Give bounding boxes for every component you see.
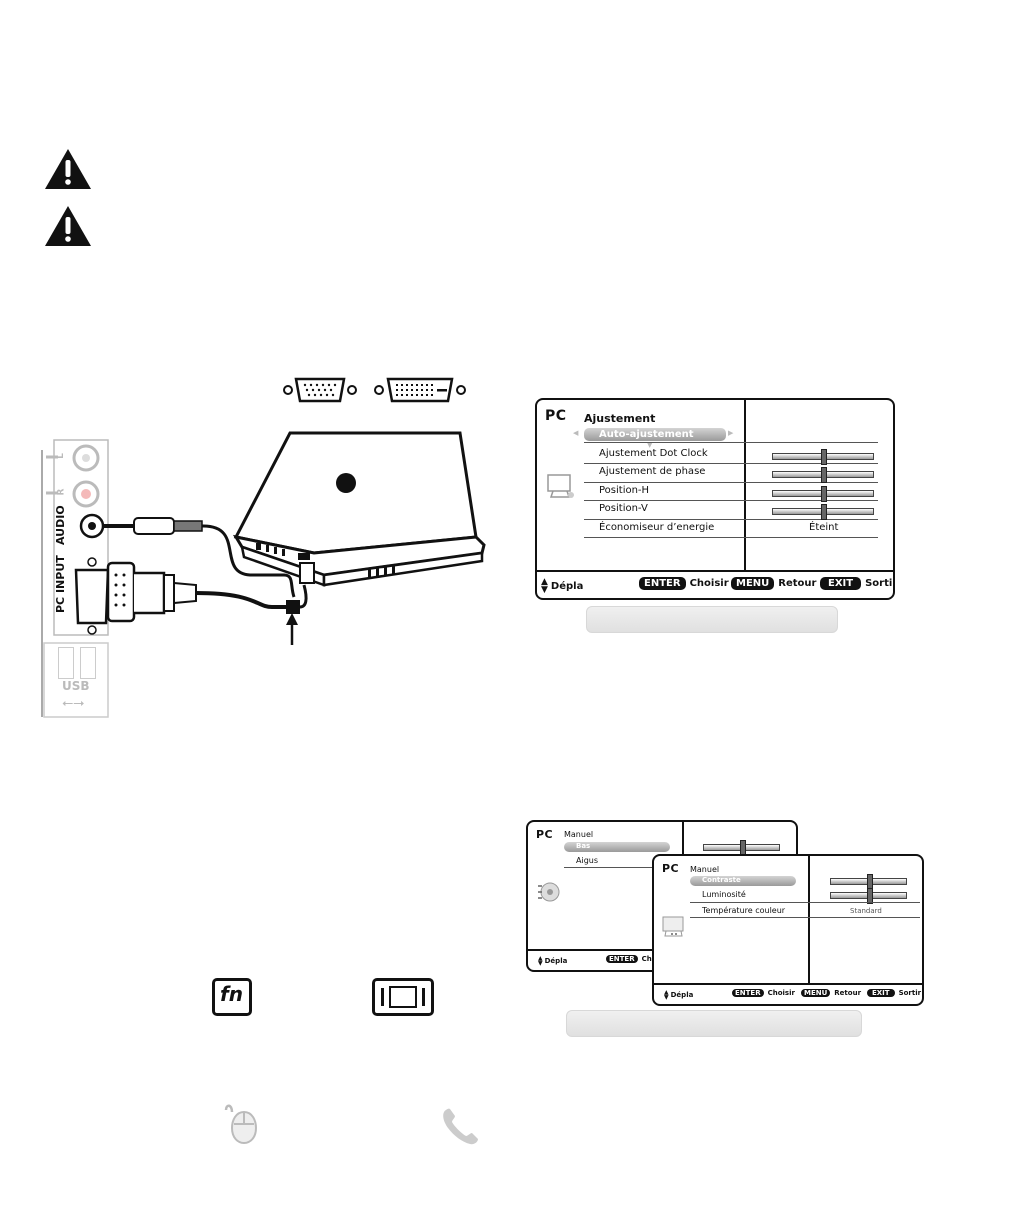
footer-move: ▲▼Dépla xyxy=(541,577,584,595)
dvi-connector-icon xyxy=(374,377,466,403)
slider-knob[interactable] xyxy=(821,485,827,502)
arrow-left-icon: ◀ xyxy=(573,429,579,437)
picture-menu: PC Manuel Contraste Luminosité Températu… xyxy=(652,854,924,1006)
enter-key: ENTER xyxy=(639,577,686,590)
menu-item[interactable]: Ajustement de phase xyxy=(599,466,706,478)
updown-arrow-icon: ▲▼ xyxy=(538,955,543,967)
menu-item[interactable]: Position-V xyxy=(599,503,648,515)
screen-mode-key-icon xyxy=(372,978,434,1016)
selected-item-label: Contraste xyxy=(702,876,741,884)
l-label: L xyxy=(55,453,66,459)
monitor-icon xyxy=(547,474,575,500)
arrow-right-icon: ▶ xyxy=(728,429,734,437)
menu-item[interactable]: Température couleur xyxy=(702,906,786,915)
menu-item[interactable]: Luminosité xyxy=(702,890,746,899)
slider-knob[interactable] xyxy=(821,467,827,484)
menu-item[interactable]: Position-H xyxy=(599,484,650,496)
audio-label: AUDIO xyxy=(54,505,67,545)
menu-brand: PC xyxy=(545,408,567,424)
menu-item[interactable]: Ajustement Dot Clock xyxy=(599,448,708,459)
usb-port-1 xyxy=(58,647,74,679)
menu-item-value: Éteint xyxy=(809,521,839,533)
connection-illustration: L R AUDIO PC INPUT USB ⭠⭢ xyxy=(36,425,506,720)
usb-symbol-icon: ⭠⭢ xyxy=(62,695,85,711)
menu-brand: PC xyxy=(662,862,680,875)
enter-key: ENTER xyxy=(732,989,764,997)
pc-adjust-menu: PC Ajustement ◀ ▶ Auto-ajustement ▼ ▲▼Dé… xyxy=(535,398,895,600)
slider[interactable] xyxy=(830,888,907,904)
slider-knob[interactable] xyxy=(866,888,873,904)
updown-arrow-icon: ▲▼ xyxy=(541,577,548,595)
menu-title: Ajustement xyxy=(584,412,656,425)
menu-title: Manuel xyxy=(690,865,720,874)
phone-icon xyxy=(443,1108,478,1145)
slider[interactable] xyxy=(772,485,874,502)
footer-move: ▲▼Dépla xyxy=(538,955,568,967)
usb-port-2 xyxy=(80,647,96,679)
menu-item-value: Standard xyxy=(850,907,882,915)
selected-item-highlight[interactable] xyxy=(584,428,726,441)
r-label: R xyxy=(56,488,67,496)
menu-key: MENU xyxy=(731,577,775,590)
menu-item[interactable]: Économiseur d’energie xyxy=(599,521,715,533)
slider[interactable] xyxy=(772,449,874,465)
slider[interactable] xyxy=(772,467,874,484)
menu-item[interactable]: Aigus xyxy=(576,856,599,865)
slider[interactable] xyxy=(703,840,780,856)
exit-key: EXIT xyxy=(867,989,895,997)
menu-key: MENU xyxy=(801,989,831,997)
mouse-icon xyxy=(224,1104,258,1144)
caption-bar-2 xyxy=(566,1010,862,1037)
warning-triangle-icon xyxy=(45,149,91,189)
selected-item-highlight[interactable] xyxy=(690,876,796,886)
caption-bar-1 xyxy=(586,606,838,633)
enter-key: ENTER xyxy=(606,955,638,963)
usb-label: USB xyxy=(62,679,90,693)
connection-drawing xyxy=(41,431,486,718)
speaker-icon xyxy=(536,880,560,904)
footer-move: ▲▼Dépla xyxy=(664,989,694,1001)
vga-connector-icon xyxy=(283,377,357,403)
slider-knob[interactable] xyxy=(821,449,827,465)
monitor-icon xyxy=(662,916,686,938)
exit-key: EXIT xyxy=(820,577,862,590)
arrow-down-icon: ▼ xyxy=(647,441,653,449)
selected-item-highlight[interactable] xyxy=(564,842,670,852)
menu-brand: PC xyxy=(536,828,554,841)
updown-arrow-icon: ▲▼ xyxy=(664,989,669,1001)
menu-title: Manuel xyxy=(564,830,594,839)
fn-key-label: fn xyxy=(220,982,243,1006)
warning-triangle-icon xyxy=(45,206,91,246)
selected-item-label: Bas xyxy=(576,842,591,850)
selected-item-label: Auto-ajustement xyxy=(599,429,694,440)
pc-input-label: PC INPUT xyxy=(54,555,67,613)
slider[interactable] xyxy=(772,504,874,521)
slider[interactable] xyxy=(830,874,907,890)
slider-knob[interactable] xyxy=(821,504,827,521)
fn-key: fn xyxy=(212,978,252,1016)
